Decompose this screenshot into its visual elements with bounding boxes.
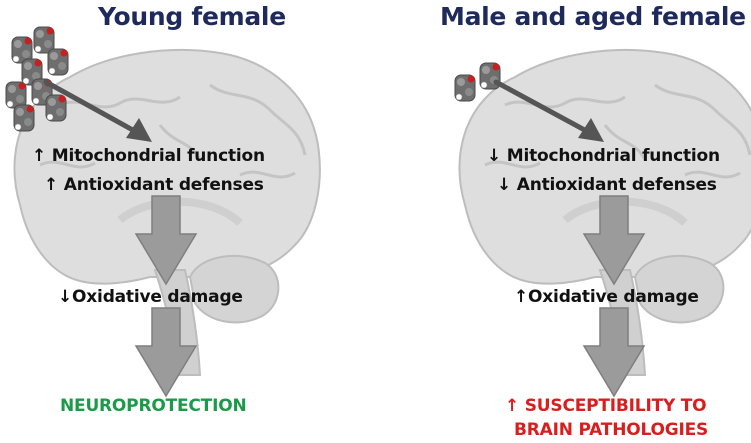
right-step-mitochondrial: ↓ Mitochondrial function — [487, 146, 720, 166]
right-step-antioxidant: ↓ Antioxidant defenses — [497, 175, 717, 195]
left-step-mitochondrial: ↑ Mitochondrial function — [32, 146, 265, 166]
left-title: Young female — [98, 2, 286, 31]
left-diagonal-arrow-icon — [43, 79, 152, 142]
right-outcome-pathologies: BRAIN PATHOLOGIES — [514, 420, 709, 440]
right-step-oxidative: ↑Oxidative damage — [514, 287, 699, 307]
left-step-antioxidant: ↑ Antioxidant defenses — [44, 175, 264, 195]
right-diagonal-arrow-icon — [493, 79, 604, 142]
right-title: Male and aged female — [440, 2, 746, 31]
right-outcome-susceptibility: ↑ SUSCEPTIBILITY TO — [505, 396, 707, 416]
left-step-oxidative: ↓Oxidative damage — [58, 287, 243, 307]
left-outcome-neuroprotection: NEUROPROTECTION — [60, 396, 247, 416]
